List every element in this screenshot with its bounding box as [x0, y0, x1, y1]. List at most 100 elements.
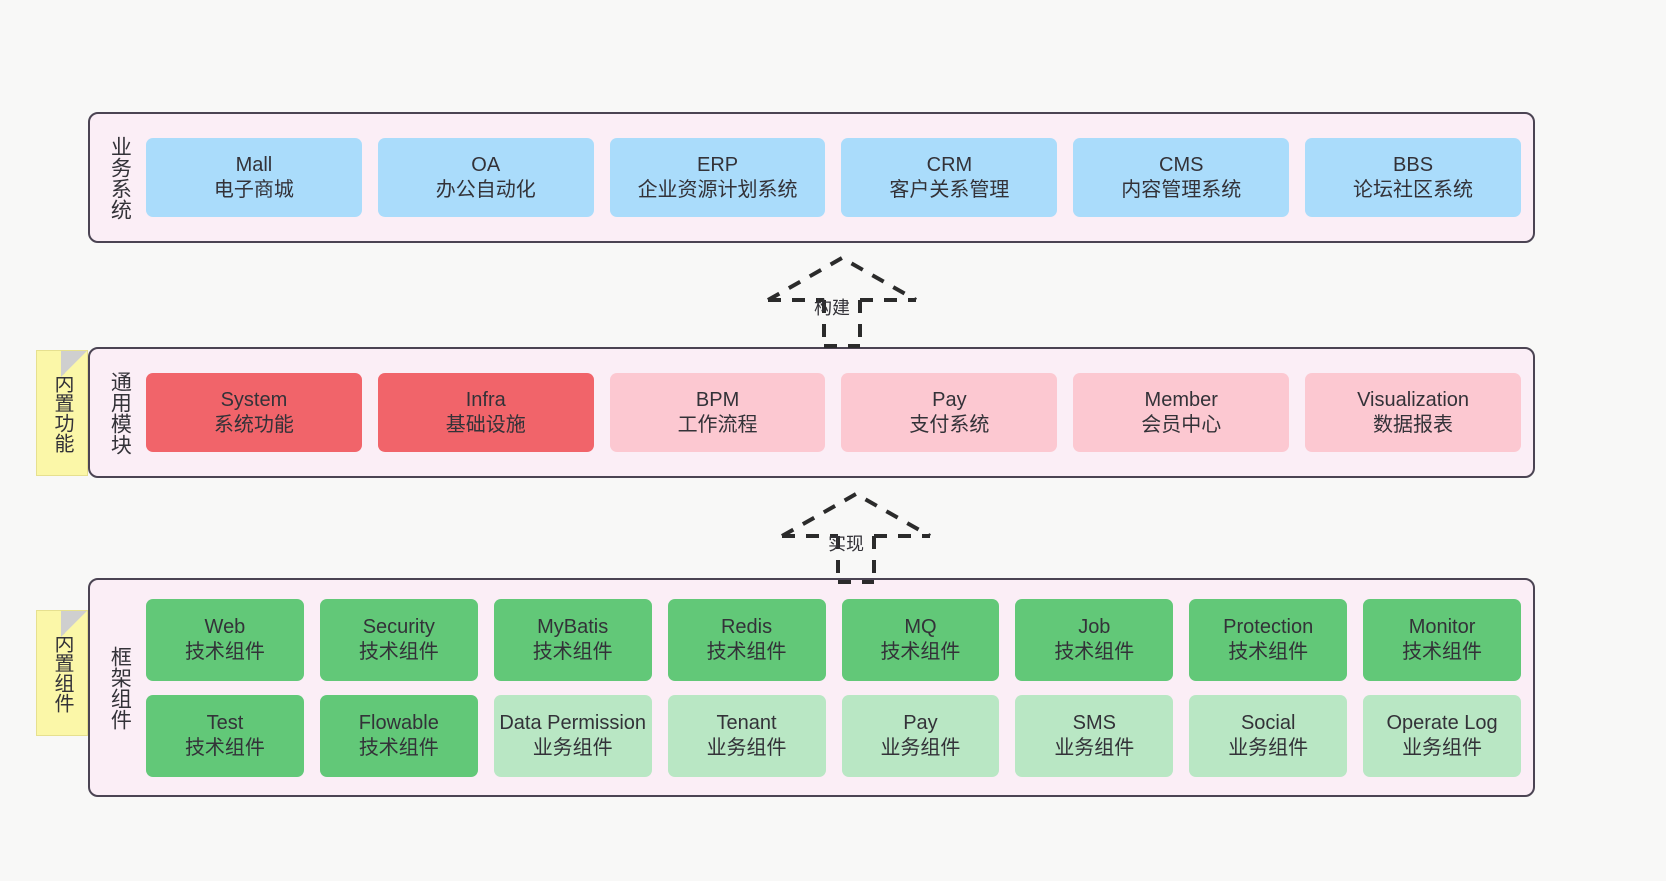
common-cell-infra[interactable]: Infra 基础设施 [377, 373, 594, 452]
layer-common-module-body: System 系统功能 Infra 基础设施 BPM 工作流程 Pay 支付系统… [146, 359, 1521, 466]
cell-title: System [220, 389, 288, 412]
cell-title: BPM [695, 389, 740, 412]
common-cell-system[interactable]: System 系统功能 [146, 373, 362, 452]
connector-implement: 实现 [766, 488, 946, 584]
cell-subtitle: 企业资源计划系统 [637, 178, 798, 201]
framework-cell-flowable[interactable]: Flowable 技术组件 [319, 694, 478, 777]
cell-title: Data Permission [499, 712, 647, 735]
cell-title: Operate Log [1386, 712, 1498, 735]
cell-subtitle: 数据报表 [1373, 413, 1454, 436]
cell-subtitle: 技术组件 [1228, 640, 1309, 663]
connector-implement-label: 实现 [828, 534, 864, 554]
note-fold-corner-icon [61, 611, 87, 637]
business-cell-bbs[interactable]: BBS 论坛社区系统 [1305, 138, 1521, 217]
cell-title: OA [471, 154, 501, 177]
layer-framework-component-title: 框架组件 [108, 645, 132, 730]
cell-subtitle: 工作流程 [677, 413, 758, 436]
cell-title: BBS [1393, 154, 1434, 177]
cell-subtitle: 技术组件 [358, 736, 439, 759]
cell-subtitle: 技术组件 [358, 640, 439, 663]
layer-framework-component-body: Web 技术组件 Security 技术组件 MyBatis 技术组件 Redi… [146, 590, 1521, 785]
cell-subtitle: 基础设施 [445, 413, 526, 436]
framework-cell-monitor[interactable]: Monitor 技术组件 [1363, 598, 1521, 681]
framework-cell-operate-log[interactable]: Operate Log 业务组件 [1363, 694, 1521, 777]
cell-subtitle: 电子商城 [213, 178, 294, 201]
cell-subtitle: 业务组件 [532, 736, 613, 759]
connector-build: 构建 [752, 252, 932, 348]
framework-cell-pay[interactable]: Pay 业务组件 [841, 694, 1000, 777]
note-builtin-function: 内置功能 [36, 350, 88, 476]
business-cell-erp[interactable]: ERP 企业资源计划系统 [609, 138, 826, 217]
cell-title: Test [206, 712, 244, 735]
layer-business-system-body: Mall 电子商城 OA 办公自动化 ERP 企业资源计划系统 CRM 客户关系… [146, 124, 1521, 231]
generalization-arrow-icon [767, 255, 917, 348]
framework-cell-security[interactable]: Security 技术组件 [319, 598, 478, 681]
framework-tech-row: Web 技术组件 Security 技术组件 MyBatis 技术组件 Redi… [146, 598, 1521, 681]
cell-title: Security [362, 616, 435, 639]
business-cell-mall[interactable]: Mall 电子商城 [146, 138, 362, 217]
layer-common-module: 通用模块 System 系统功能 Infra 基础设施 BPM 工作流程 Pay… [88, 347, 1535, 478]
cell-title: MyBatis [537, 616, 609, 639]
cell-title: Job [1078, 616, 1111, 639]
common-cell-bpm[interactable]: BPM 工作流程 [609, 373, 826, 452]
layer-business-system-title: 业务系统 [108, 135, 132, 220]
cell-subtitle: 支付系统 [909, 413, 990, 436]
cell-subtitle: 技术组件 [880, 640, 961, 663]
framework-cell-job[interactable]: Job 技术组件 [1015, 598, 1174, 681]
business-system-row: Mall 电子商城 OA 办公自动化 ERP 企业资源计划系统 CRM 客户关系… [146, 138, 1521, 217]
generalization-arrow-icon [781, 491, 931, 584]
business-cell-oa[interactable]: OA 办公自动化 [377, 138, 594, 217]
cell-subtitle: 业务组件 [1054, 736, 1135, 759]
framework-cell-protection[interactable]: Protection 技术组件 [1189, 598, 1348, 681]
framework-cell-mybatis[interactable]: MyBatis 技术组件 [493, 598, 652, 681]
cell-title: Web [204, 616, 246, 639]
cell-title: Flowable [358, 712, 439, 735]
cell-title: Infra [465, 389, 506, 412]
cell-title: SMS [1072, 712, 1116, 735]
framework-cell-data-permission[interactable]: Data Permission 业务组件 [493, 694, 652, 777]
note-builtin-function-label: 内置功能 [51, 373, 73, 453]
common-cell-visualization[interactable]: Visualization 数据报表 [1305, 373, 1521, 452]
framework-cell-redis[interactable]: Redis 技术组件 [667, 598, 826, 681]
framework-cell-mq[interactable]: MQ 技术组件 [841, 598, 1000, 681]
cell-subtitle: 技术组件 [184, 736, 265, 759]
cell-subtitle: 业务组件 [1228, 736, 1309, 759]
cell-subtitle: 会员中心 [1141, 413, 1222, 436]
cell-title: Pay [903, 712, 938, 735]
framework-cell-social[interactable]: Social 业务组件 [1189, 694, 1348, 777]
common-cell-pay[interactable]: Pay 支付系统 [841, 373, 1058, 452]
cell-subtitle: 客户关系管理 [889, 178, 1010, 201]
cell-title: Tenant [716, 712, 777, 735]
note-fold-corner-icon [61, 351, 87, 377]
cell-title: Mall [235, 154, 273, 177]
common-module-row: System 系统功能 Infra 基础设施 BPM 工作流程 Pay 支付系统… [146, 373, 1521, 452]
cell-subtitle: 技术组件 [184, 640, 265, 663]
framework-business-row: Test 技术组件 Flowable 技术组件 Data Permission … [146, 694, 1521, 777]
cell-subtitle: 内容管理系统 [1121, 178, 1242, 201]
framework-cell-tenant[interactable]: Tenant 业务组件 [667, 694, 826, 777]
layer-framework-component: 框架组件 Web 技术组件 Security 技术组件 MyBatis 技术组件… [88, 578, 1535, 797]
cell-title: MQ [904, 616, 937, 639]
cell-subtitle: 业务组件 [880, 736, 961, 759]
note-builtin-component-label: 内置组件 [51, 633, 73, 713]
cell-title: Member [1144, 389, 1218, 412]
framework-cell-test[interactable]: Test 技术组件 [146, 694, 304, 777]
framework-cell-sms[interactable]: SMS 业务组件 [1015, 694, 1174, 777]
cell-title: Monitor [1408, 616, 1476, 639]
note-builtin-component: 内置组件 [36, 610, 88, 736]
common-cell-member[interactable]: Member 会员中心 [1073, 373, 1290, 452]
framework-cell-web[interactable]: Web 技术组件 [146, 598, 304, 681]
cell-subtitle: 论坛社区系统 [1353, 178, 1474, 201]
cell-subtitle: 技术组件 [532, 640, 613, 663]
cell-title: ERP [697, 154, 739, 177]
business-cell-crm[interactable]: CRM 客户关系管理 [841, 138, 1058, 217]
cell-subtitle: 技术组件 [1054, 640, 1135, 663]
cell-title: Protection [1223, 616, 1314, 639]
cell-title: Visualization [1357, 389, 1470, 412]
cell-title: CMS [1159, 154, 1204, 177]
cell-subtitle: 技术组件 [1402, 640, 1483, 663]
connector-build-label: 构建 [814, 298, 850, 318]
layer-common-module-title: 通用模块 [108, 370, 132, 455]
cell-subtitle: 技术组件 [706, 640, 787, 663]
business-cell-cms[interactable]: CMS 内容管理系统 [1073, 138, 1290, 217]
